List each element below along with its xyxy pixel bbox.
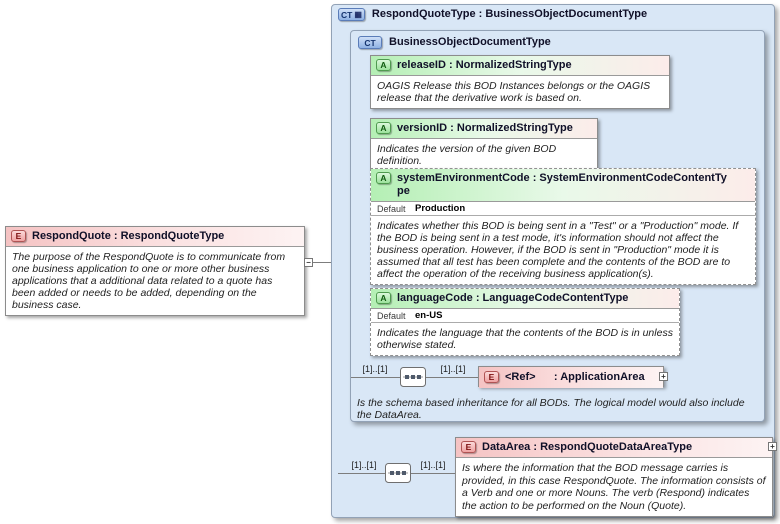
cardinality-label: [1]..[1] — [420, 460, 446, 470]
attribute-doc: OAGIS Release this BOD Instances belongs… — [377, 80, 651, 104]
plus-icon: + — [770, 442, 775, 451]
complextype-badge: CT — [358, 36, 382, 49]
default-label: Default — [377, 310, 406, 321]
default-label: Default — [377, 203, 406, 214]
attribute-badge: A — [376, 292, 391, 304]
respondquotetype-header: CT ▦ RespondQuoteType : BusinessObjectDo… — [338, 8, 647, 21]
connector-line — [338, 473, 385, 474]
element-badge: E — [484, 371, 499, 383]
cardinality-label: [1]..[1] — [440, 364, 466, 374]
default-value: en-US — [415, 310, 443, 321]
attribute-releaseid-node[interactable]: A releaseID : NormalizedStringType OAGIS… — [370, 55, 670, 109]
inheritance-note: Is the schema based inheritance for all … — [357, 397, 745, 421]
element-dataarea-node[interactable]: E DataArea : RespondQuoteDataAreaType Is… — [455, 437, 773, 517]
element-title: RespondQuote : RespondQuoteType — [32, 230, 225, 242]
attribute-doc: Indicates the version of the given BOD d… — [377, 143, 557, 167]
attribute-header: A systemEnvironmentCode : SystemEnvironm… — [371, 169, 755, 202]
default-row: Default en-US — [371, 309, 679, 323]
attribute-title: versionID : NormalizedStringType — [397, 122, 573, 134]
element-respondquote-node[interactable]: E RespondQuote : RespondQuoteType The pu… — [5, 226, 305, 316]
attribute-badge: A — [376, 59, 391, 71]
element-header: E <Ref> : ApplicationArea — [479, 367, 663, 388]
element-doc: Is where the information that the BOD me… — [462, 462, 766, 512]
attribute-title: releaseID : NormalizedStringType — [397, 59, 572, 71]
outer-type-title: RespondQuoteType : BusinessObjectDocumen… — [371, 8, 648, 20]
element-header: E DataArea : RespondQuoteDataAreaType — [456, 438, 772, 458]
root-indicator-icon: ▦ — [354, 9, 362, 19]
element-title: DataArea : RespondQuoteDataAreaType — [482, 441, 693, 453]
inner-type-title: BusinessObjectDocumentType — [389, 36, 551, 48]
attribute-badge: A — [376, 172, 391, 184]
complextype-badge: CT ▦ — [338, 8, 365, 21]
connector-line — [411, 473, 455, 474]
plus-icon: + — [661, 372, 666, 381]
attribute-versionid-node[interactable]: A versionID : NormalizedStringType Indic… — [370, 118, 598, 172]
sequence-icon[interactable] — [400, 367, 426, 387]
element-applicationarea-node[interactable]: E <Ref> : ApplicationArea — [478, 366, 664, 388]
connector-line — [313, 262, 331, 263]
sequence-icon[interactable] — [385, 463, 411, 483]
element-doc: The purpose of the RespondQuote is to co… — [12, 251, 286, 311]
attribute-doc: Indicates the language that the contents… — [377, 327, 673, 351]
attribute-systemenvironmentcode-node[interactable]: A systemEnvironmentCode : SystemEnvironm… — [370, 168, 756, 285]
attribute-header: A releaseID : NormalizedStringType — [371, 56, 669, 76]
attribute-header: A versionID : NormalizedStringType — [371, 119, 597, 139]
minus-icon: − — [306, 258, 311, 267]
element-badge: E — [461, 441, 476, 453]
cardinality-label: [1]..[1] — [362, 364, 388, 374]
attribute-badge: A — [376, 122, 391, 134]
default-row: Default Production — [371, 202, 755, 216]
attribute-header: A languageCode : LanguageCodeContentType — [371, 289, 679, 309]
element-badge: E — [11, 230, 26, 242]
collapse-button[interactable]: − — [304, 258, 313, 267]
badge-label: CT — [364, 37, 376, 48]
default-value: Production — [415, 203, 466, 214]
badge-label: CT — [341, 9, 353, 20]
attribute-title: systemEnvironmentCode : SystemEnvironmen… — [397, 172, 727, 197]
element-title: <Ref> : ApplicationArea — [505, 371, 645, 383]
businessobjectdocumenttype-header: CT BusinessObjectDocumentType — [358, 36, 551, 49]
connector-line — [351, 377, 400, 378]
element-header: E RespondQuote : RespondQuoteType — [6, 227, 304, 247]
attribute-languagecode-node[interactable]: A languageCode : LanguageCodeContentType… — [370, 288, 680, 356]
connector-line — [426, 377, 478, 378]
cardinality-label: [1]..[1] — [351, 460, 377, 470]
attribute-title: languageCode : LanguageCodeContentType — [397, 292, 629, 304]
attribute-doc: Indicates whether this BOD is being sent… — [377, 220, 739, 280]
expand-button[interactable]: + — [768, 442, 777, 451]
expand-button[interactable]: + — [659, 372, 668, 381]
